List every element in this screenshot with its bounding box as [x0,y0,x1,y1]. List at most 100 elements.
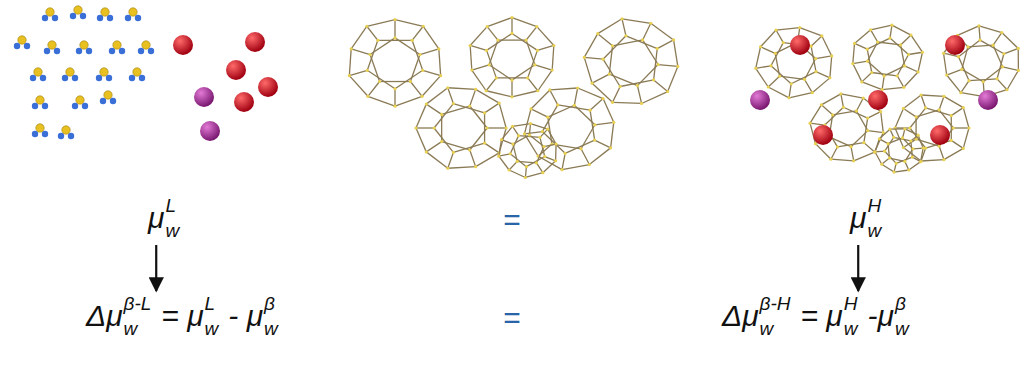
hydrogen-bond [598,19,622,34]
water-vertex [798,26,801,29]
hydrogen-bond [470,150,476,167]
water-vertex [548,88,551,91]
water-vertex [366,69,369,72]
hydrogen-atom [138,48,144,54]
hydrogen-bond [843,107,867,118]
oxygen-atom [133,68,141,76]
water-vertex [1017,69,1020,72]
hydrogen-bond [830,56,832,78]
hydrogen-bond [1002,33,1018,49]
hydrogen-bond [525,167,526,178]
hydrogen-bond [963,128,969,148]
hydrogen-bond [509,170,525,177]
hydrogen-bond [979,26,1002,33]
hydrogen-bond [885,137,894,151]
water-vertex [977,24,980,27]
hydrogen-atom [139,75,145,81]
hydrogen-bond [993,33,1002,46]
water-vertex [524,176,527,179]
hydrogen-bond [531,90,550,109]
water-vertex [485,89,488,92]
water-vertex [916,70,919,73]
water-vertex [995,77,998,80]
formula-symbol: μ [850,203,866,233]
water-vertex [439,74,442,77]
hydrogen-bond [509,161,517,170]
hydrogen-bond [979,26,980,40]
hydrogen-bond [756,68,769,87]
water-vertex [526,76,529,79]
hydrogen-bond [829,137,851,147]
hydrogen-bond [643,23,651,40]
hydrogen-atom [86,48,92,54]
hydrogen-bond [531,109,548,117]
water-vertex [483,111,486,114]
hydrogen-bond [821,105,832,115]
water-vertex [554,159,557,162]
formula-symbol: Δμ [86,301,123,331]
water-vertex [962,147,965,150]
hydrogen-bond [487,127,506,128]
water-molecule [109,41,125,54]
water-vertex [849,145,852,148]
water-vertex [579,147,582,150]
hydrogen-bond [584,57,603,59]
water-vertex [992,44,995,47]
hydrogen-bond [589,148,610,165]
oxygen-atom [74,6,82,14]
hydrogen-bond [552,45,554,70]
hydrogen-atom [125,15,131,21]
hydrogen-bond [453,143,484,152]
hydrogen-bond [910,128,926,148]
hydrogen-atom [80,13,86,19]
hydrogen-bond [851,147,854,161]
hydrogen-atom [32,103,38,109]
hydrogen-bond [897,76,904,88]
water-vertex [803,78,806,81]
hydrogen-bond [761,47,776,54]
script-stack: β-Hw [760,294,791,338]
delta-mu-liquid: Δμβ-Lw= μLw- μβw [86,294,278,338]
water-vertex [896,74,899,77]
water-vertex [551,68,554,71]
water-vertex [483,141,486,144]
hydrogen-atom [40,75,46,81]
hydrogen-bond [526,27,537,41]
formula-symbol: - μ [228,301,263,331]
oxygen-atom [34,68,42,76]
hydrogen-bond [536,163,542,173]
water-vertex [666,90,669,93]
oxygen-atom [80,41,88,49]
water-vertex [870,71,873,74]
hydrogen-bond [603,99,614,123]
hydrogen-bond [905,129,918,135]
hydrogen-bond [499,156,509,170]
water-vertex [496,39,499,42]
water-vertex [432,126,435,129]
water-vertex [486,126,489,129]
hydrogen-bond [603,36,626,59]
water-vertex [510,32,513,35]
hydrogen-bond [895,108,903,128]
water-vertex [536,49,539,52]
hydrogen-bond [951,140,963,148]
water-vertex [873,150,876,153]
hydrogen-bond [882,164,894,172]
water-vertex [911,147,914,150]
superscript: β [895,294,909,313]
hydrogen-atom [100,98,106,104]
water-vertex [787,96,790,99]
water-vertex [917,134,920,137]
hydrogen-bond [448,152,454,168]
hydrogen-bond [537,27,554,46]
water-vertex [418,53,421,56]
hydrogen-bond [525,173,542,178]
hydrogen-bond [545,157,556,161]
guest-molecule-large [226,60,246,80]
hydrogen-bond [622,19,626,36]
hydrogen-bond [957,26,979,35]
hydrogen-bond [531,124,548,130]
water-molecule [138,41,154,54]
hydrogen-bond [921,148,923,162]
hydrogen-bond [831,147,837,159]
